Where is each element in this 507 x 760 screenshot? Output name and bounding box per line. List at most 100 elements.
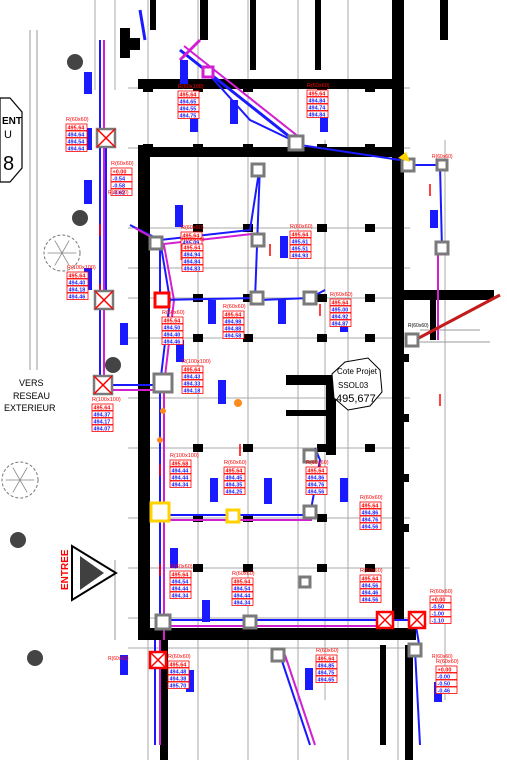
equipment-block xyxy=(202,600,210,622)
level-tag-value: 494.56 xyxy=(362,597,379,603)
level-tag-value: 495.64 xyxy=(184,367,202,373)
level-tag-cell xyxy=(222,331,245,339)
level-tag-value: 494.65 xyxy=(318,677,335,683)
pipe-run xyxy=(138,9,147,41)
level-tag-value: 494.54 xyxy=(172,579,190,585)
pillar xyxy=(143,144,153,152)
inspection-box xyxy=(148,235,164,251)
level-tag-cell xyxy=(177,104,200,112)
pillar xyxy=(317,224,327,232)
level-tag-value: 494.94 xyxy=(184,252,202,258)
level-tag-cell xyxy=(429,595,452,603)
small-tag: R(60x60) xyxy=(108,190,129,196)
pillar xyxy=(193,294,203,302)
level-tag-value: 494.85 xyxy=(318,663,335,669)
level-tag-head: R(60x60) xyxy=(181,225,204,231)
level-tag-cell xyxy=(223,487,246,495)
small-tag: R(60x60) xyxy=(432,654,453,660)
level-tag-value: 495.64 xyxy=(170,662,188,668)
level-tag-cell xyxy=(65,144,88,152)
level-tag-value: 494.92 xyxy=(332,314,349,320)
pillar xyxy=(193,631,203,639)
level-tag-cell xyxy=(169,466,192,474)
pipe-run xyxy=(414,293,501,342)
pillar xyxy=(143,84,153,92)
level-tag-cell xyxy=(169,584,192,592)
level-tag-cell xyxy=(91,417,114,425)
wall xyxy=(286,410,326,416)
level-tag-cell xyxy=(66,292,89,300)
pillar xyxy=(193,564,203,572)
level-tag-value: 495.64 xyxy=(183,233,201,239)
pillar xyxy=(243,564,253,572)
level-tag-cell xyxy=(223,466,246,474)
wall xyxy=(160,640,168,760)
level-tag-value: 495.64 xyxy=(309,91,327,97)
level-tag-cell xyxy=(289,237,312,245)
level-tag-value: -0.54 xyxy=(113,176,126,182)
equipment-block xyxy=(190,110,198,132)
level-tag-value: 494.46 xyxy=(69,294,86,300)
level-tag-value: 494.34 xyxy=(234,600,252,606)
level-tag-value: +0.00 xyxy=(438,667,452,673)
pipe-run xyxy=(405,164,443,251)
wall xyxy=(286,375,336,385)
tree-branch xyxy=(54,252,63,266)
wall xyxy=(138,628,416,640)
level-tag-cell xyxy=(329,305,352,313)
level-tag-cell xyxy=(222,310,245,318)
level-tag-value: 494.75 xyxy=(180,113,197,119)
level-tag-value: 495.64 xyxy=(225,312,243,318)
equipment-block xyxy=(340,478,348,502)
level-tag-value: -1.10 xyxy=(432,618,445,624)
level-tag-value: 494.43 xyxy=(184,374,201,380)
level-tag-cell xyxy=(181,386,204,394)
pillar xyxy=(365,631,375,639)
level-tag-cell xyxy=(329,319,352,327)
manhole-cross xyxy=(408,611,426,629)
level-tag-cell xyxy=(435,672,458,680)
level-tag-cell xyxy=(66,285,89,293)
level-tag-cell xyxy=(169,459,192,467)
inspection-box xyxy=(250,232,266,248)
level-tag-value: 494.40 xyxy=(69,280,86,286)
level-tag-cell xyxy=(359,522,382,530)
level-tag-cell xyxy=(435,686,458,694)
pillar xyxy=(193,84,203,92)
pipe-run xyxy=(279,654,311,746)
pillar xyxy=(365,144,375,152)
pillar xyxy=(193,224,203,232)
pillar xyxy=(243,84,253,92)
level-tag-cell xyxy=(181,365,204,373)
pipe-run xyxy=(178,38,202,62)
level-tag-value: 495.64 xyxy=(164,318,182,324)
level-tag-cell xyxy=(177,90,200,98)
level-tag-value: 494.84 xyxy=(309,98,327,104)
manhole-cross xyxy=(96,128,116,148)
level-tag-value: 494.44 xyxy=(172,468,190,474)
small-tag: R(60x60) xyxy=(108,656,129,662)
level-tag-value: 494.88 xyxy=(225,326,242,332)
tree-branch xyxy=(19,479,28,493)
level-tag-cell xyxy=(169,480,192,488)
inspection-box xyxy=(404,332,420,348)
level-tag-cell xyxy=(222,317,245,325)
level-tag-cell xyxy=(329,298,352,306)
level-tag-value: 494.34 xyxy=(172,593,190,599)
level-tag-value: 494.34 xyxy=(172,482,190,488)
level-tag-value: 494.07 xyxy=(94,426,111,432)
equipment-block xyxy=(120,323,128,345)
level-tag-value: 495.64 xyxy=(292,232,310,238)
level-tag-cell xyxy=(223,480,246,488)
wall xyxy=(150,0,156,30)
level-tag-cell xyxy=(231,598,254,606)
level-tag-value: -0.46 xyxy=(438,688,451,694)
level-tag-head: R(60x60) xyxy=(360,568,383,574)
shrub-symbol xyxy=(67,54,83,70)
